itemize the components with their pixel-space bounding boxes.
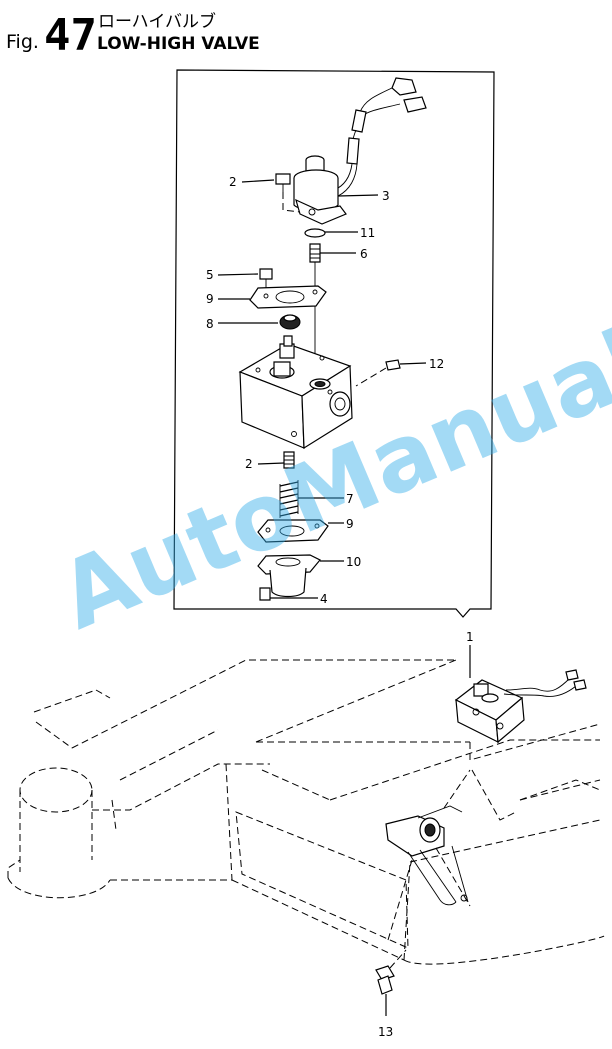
callout-7: 7 <box>346 492 354 506</box>
plate-lower: 9 <box>257 517 354 543</box>
callout-2-lower: 2 <box>245 457 253 471</box>
valve-block: 12 <box>238 335 444 450</box>
seal: 8 <box>206 314 301 331</box>
title-japanese: ローハイバルブ <box>98 11 216 32</box>
title-english: LOW-HIGH VALVE <box>97 34 260 54</box>
fig-number: 47 <box>44 10 97 61</box>
callout-3: 3 <box>382 189 390 203</box>
callout-5: 5 <box>206 268 214 282</box>
callout-12: 12 <box>429 357 444 371</box>
solenoid-assembly: 3 <box>293 77 427 225</box>
installed-valve: 1 <box>454 630 587 744</box>
callout-9-upper: 9 <box>206 292 214 306</box>
callout-13: 13 <box>378 1025 393 1039</box>
fig-prefix: Fig. <box>6 31 39 53</box>
bolt-5: 5 <box>206 268 273 290</box>
callout-11: 11 <box>360 226 375 240</box>
callout-8: 8 <box>206 317 214 331</box>
machine-frame <box>7 659 605 965</box>
plate-upper: 9 <box>206 285 327 309</box>
exploded-view-frame <box>173 69 495 618</box>
bolt-13: 13 <box>375 949 407 1039</box>
bolt-4: 4 <box>259 587 328 606</box>
callout-2-upper: 2 <box>229 175 237 189</box>
callout-10: 10 <box>346 555 361 569</box>
callout-1: 1 <box>466 630 474 644</box>
o-ring: 11 <box>304 226 375 240</box>
plunger: 6 <box>309 243 368 365</box>
bolt-lower: 2 <box>245 451 295 471</box>
callout-6: 6 <box>360 247 368 261</box>
callout-4: 4 <box>320 592 328 606</box>
bolt-upper: 2 <box>229 173 301 213</box>
cover: 10 <box>257 554 361 598</box>
figure-header: Fig. 47 ローハイバルブ LOW-HIGH VALVE <box>6 10 260 61</box>
spring: 7 <box>279 480 354 518</box>
callout-9-lower: 9 <box>346 517 354 531</box>
